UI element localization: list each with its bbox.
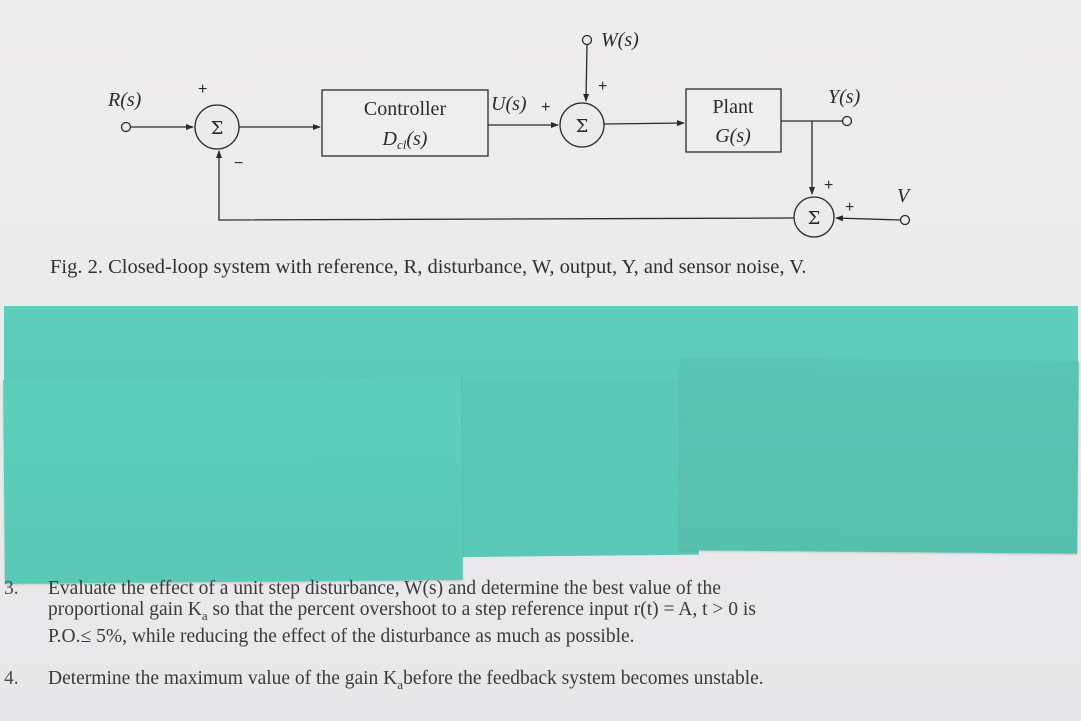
- sticky-note-right: [679, 358, 1079, 554]
- question-3-line-3: P.O.≤ 5%, while reducing the effect of t…: [48, 625, 635, 647]
- question-3-number: 3.: [4, 578, 19, 599]
- control-label: U(s): [491, 93, 527, 115]
- summer-1-minus-sign: −: [234, 155, 243, 172]
- summing-junction-3: [793, 196, 835, 238]
- plant-block: [685, 88, 782, 153]
- summer-1-plus-sign: +: [198, 81, 207, 98]
- sticky-note-left: [3, 376, 463, 584]
- summer-3-symbol: Σ: [808, 208, 821, 229]
- question-3-line-2: proportional gain Ka so that the percent…: [48, 599, 756, 623]
- plant-transfer-function: G(s): [715, 125, 751, 147]
- summer-3-plus-right-sign: +: [845, 199, 854, 216]
- summer-2-plus-top-sign: +: [598, 78, 607, 95]
- disturbance-label: W(s): [601, 29, 639, 51]
- block-diagram: Σ Σ Σ + − + + + + R(s) W(s) U(s) Y(s) V …: [107, 29, 912, 238]
- reference-terminal: [120, 121, 132, 133]
- plant-input-line: [603, 120, 685, 127]
- disturbance-line: [583, 44, 590, 102]
- noise-label: V: [897, 185, 912, 207]
- controller-label: Controller: [364, 98, 447, 120]
- summer-2-plus-left-sign: +: [541, 99, 550, 116]
- controller-transfer-function: Dcl(s): [382, 128, 428, 152]
- disturbance-terminal: [581, 34, 593, 46]
- question-4: 4. Determine the maximum value of the gai…: [4, 668, 1074, 695]
- question-4-line-1: Determine the maximum value of the gain …: [48, 668, 764, 692]
- noise-terminal: [899, 214, 911, 226]
- sticky-note-middle: [439, 378, 699, 558]
- summer-3-plus-top-sign: +: [824, 177, 833, 194]
- controller-block: [321, 89, 489, 157]
- summer-1-symbol: Σ: [211, 118, 224, 139]
- output-label: Y(s): [828, 86, 861, 108]
- summing-junction-2: [559, 102, 605, 148]
- summer-2-symbol: Σ: [576, 116, 589, 137]
- question-4-number: 4.: [4, 668, 19, 689]
- figure-caption: Fig. 2. Closed-loop system with referenc…: [50, 256, 807, 278]
- plant-label: Plant: [712, 96, 754, 118]
- question-3-line-1: Evaluate the effect of a unit step distu…: [48, 578, 721, 599]
- question-3: 3. Evaluate the effect of a unit step dis…: [4, 578, 1074, 647]
- feedback-line: [216, 150, 795, 221]
- noise-line: [835, 215, 901, 222]
- output-terminal: [841, 115, 853, 127]
- reference-label: R(s): [107, 89, 142, 111]
